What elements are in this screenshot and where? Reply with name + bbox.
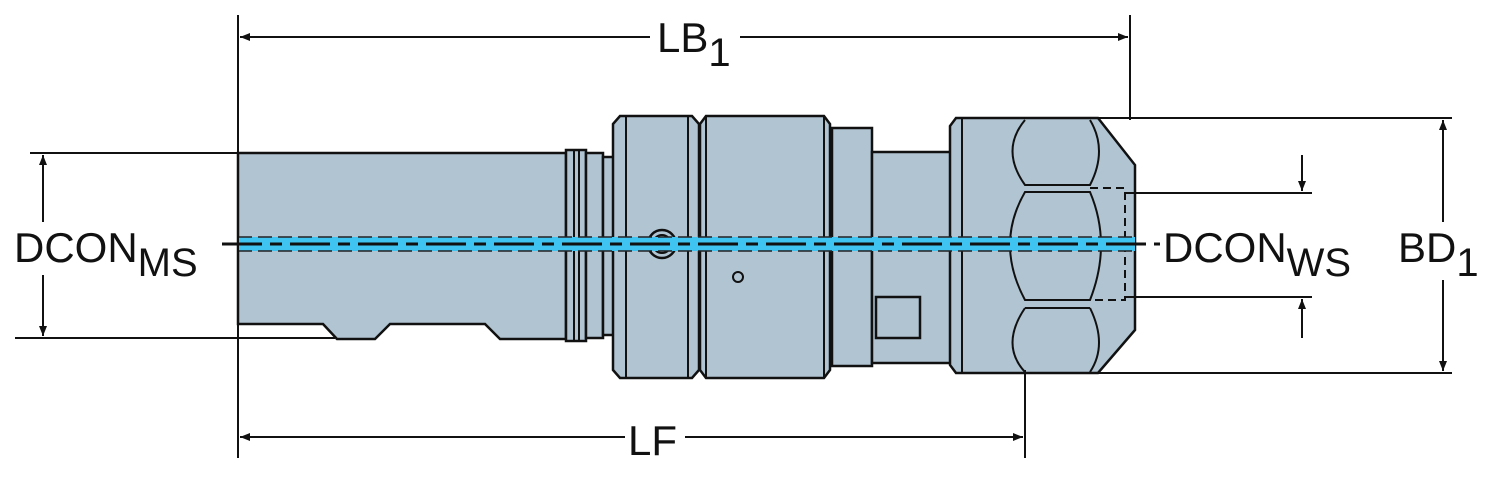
svg-text:BD1: BD1 [1398, 224, 1479, 285]
dimension-bd1: BD1 [1065, 117, 1479, 374]
dimension-lb1: LB1 [237, 14, 1131, 458]
centerline [222, 236, 1160, 252]
dimension-dcon-ws: DCONWS [1125, 155, 1351, 338]
dimension-lf: LF [240, 370, 1026, 464]
lf-label: LF [628, 417, 677, 464]
svg-text:DCONWS: DCONWS [1163, 224, 1351, 285]
dimension-dcon-ms: DCONMS [14, 152, 335, 339]
bd1-label: BD [1398, 224, 1456, 271]
svg-text:DCONMS: DCONMS [14, 224, 198, 285]
dcon-ws-label: DCON [1163, 224, 1287, 271]
drive-key [874, 295, 922, 340]
hex-faces [1009, 119, 1102, 373]
dcon-ms-label: DCON [14, 224, 138, 271]
svg-text:LB1: LB1 [657, 14, 731, 75]
hole-icon [732, 271, 744, 283]
lb1-label: LB [657, 14, 708, 61]
